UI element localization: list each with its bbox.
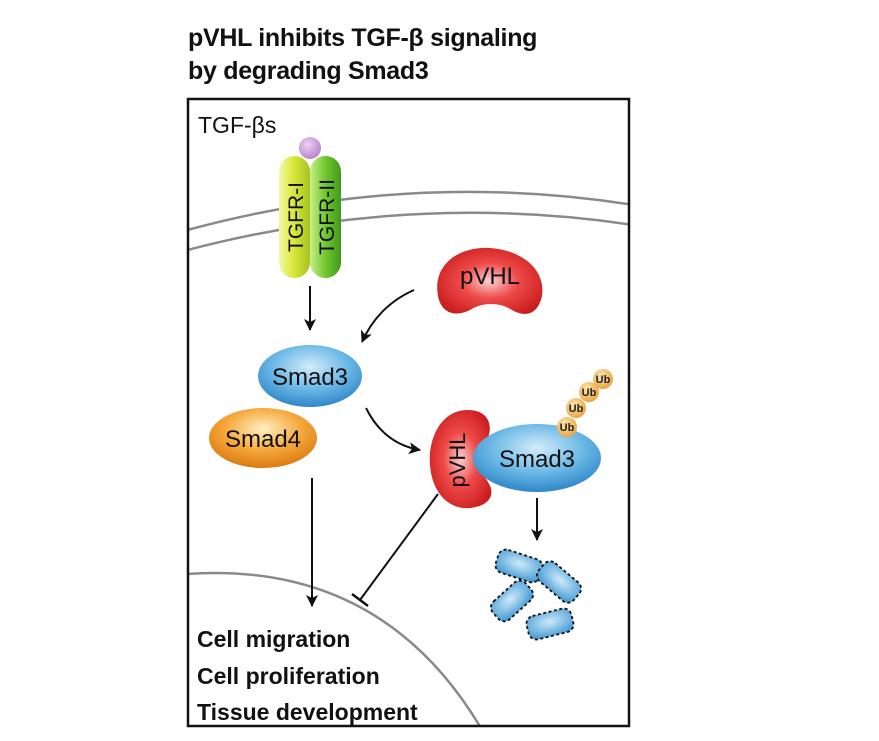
- ubiquitin-label-3: Ub: [582, 387, 597, 399]
- ubiquitin-4: [593, 369, 613, 389]
- receptor-tgfr1: [279, 156, 310, 278]
- title-line-1: pVHL inhibits TGF-β signaling: [188, 24, 538, 52]
- receptor-tgfr1-label: TGFR-I: [285, 182, 308, 252]
- fragment-2: [536, 560, 582, 604]
- membrane-inner-line: [188, 211, 629, 252]
- fragment-1: [494, 548, 544, 584]
- membrane-outer-line: [188, 190, 629, 232]
- arrow-pvhl-to-smad3: [360, 289, 415, 343]
- receptor-tgfr2-label: TGFR-II: [316, 179, 339, 255]
- nucleus-envelope: [188, 571, 482, 726]
- cell-border: [186, 97, 631, 728]
- outcome-tissue-development: Tissue development: [197, 699, 418, 725]
- title-line-2: by degrading Smad3: [188, 57, 429, 85]
- pvhl-bound-label: pVHL: [445, 432, 470, 487]
- ubiquitin-3: [579, 382, 599, 402]
- pvhl-bound-shape: [429, 410, 492, 509]
- smad3-protein: [258, 345, 362, 407]
- fragment-4: [525, 607, 575, 641]
- ubiquitin-chain: Ub Ub Ub Ub: [557, 369, 613, 437]
- degraded-smad3-fragments: [490, 548, 582, 641]
- smad3-bound-label: Smad3: [499, 446, 575, 473]
- outcome-cell-migration: Cell migration: [197, 626, 350, 652]
- receptor-tgfr2: [310, 156, 341, 278]
- fragment-3: [490, 579, 534, 623]
- inhibition-line: [359, 493, 439, 601]
- smad4-label: Smad4: [225, 426, 301, 453]
- smad3-bound-protein: [473, 424, 601, 492]
- smad4-protein: [209, 408, 317, 468]
- pvhl-free-shape: [437, 247, 543, 314]
- ubiquitin-label-4: Ub: [596, 374, 611, 386]
- ubiquitin-label-2: Ub: [569, 403, 584, 415]
- figure-title: pVHL inhibits TGF-β signaling by degradi…: [188, 22, 537, 88]
- tgf-beta-ligand: [299, 137, 321, 159]
- arrow-smad3-to-complex: [365, 407, 421, 455]
- ligand-label: TGF-βs: [198, 112, 276, 138]
- outcome-cell-proliferation: Cell proliferation: [197, 663, 380, 689]
- ubiquitin-2: [566, 398, 586, 418]
- inhibition-bar: [351, 593, 369, 607]
- ubiquitin-1: [557, 417, 577, 437]
- ubiquitin-label-1: Ub: [560, 422, 575, 434]
- pvhl-free-label: pVHL: [460, 263, 520, 290]
- smad3-label: Smad3: [272, 364, 348, 391]
